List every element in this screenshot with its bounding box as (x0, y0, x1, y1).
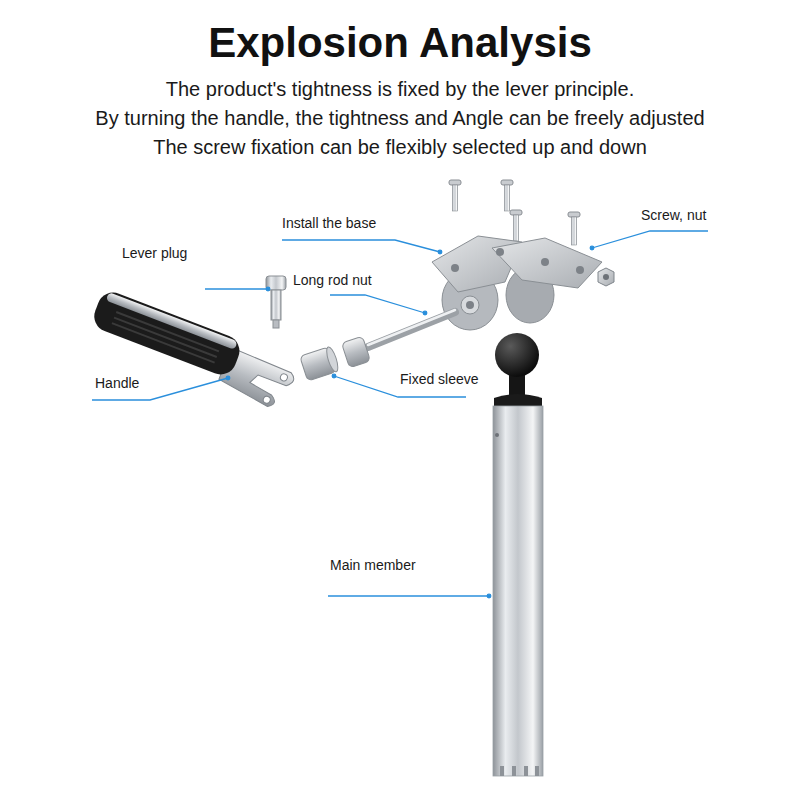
screw-shaft (505, 185, 510, 211)
pivot (461, 296, 479, 314)
title: Explosion Analysis (0, 18, 800, 68)
main-member (493, 333, 543, 776)
part-label: Fixed sleeve (400, 371, 479, 388)
nut-hole (603, 274, 609, 280)
screw (449, 180, 580, 245)
screw-hole (541, 258, 549, 266)
screw-hole (451, 264, 459, 272)
screw (510, 210, 522, 241)
grip-texture (112, 312, 219, 363)
tube (493, 406, 543, 776)
tube-notch (535, 766, 539, 776)
part-label: Screw, nut (641, 207, 706, 224)
handle (85, 288, 300, 412)
leader-dot (423, 311, 427, 315)
description-line: The screw fixation can be flexibly selec… (0, 135, 800, 159)
leader-lines (92, 231, 708, 598)
part-label: Main member (330, 557, 416, 574)
tube-notch (500, 766, 504, 776)
description-line: By turning the handle, the tightness and… (0, 106, 800, 130)
screw-shaft (514, 215, 519, 241)
leader-line (328, 595, 489, 596)
sleeve-end (324, 346, 340, 373)
leader-line (592, 231, 708, 248)
leader-dot (266, 287, 270, 291)
tube-notch (524, 766, 528, 776)
screw (501, 180, 513, 211)
tube-hole (495, 433, 499, 437)
tube-notch (512, 766, 516, 776)
screw-head (501, 180, 513, 185)
nut (598, 268, 614, 286)
leader-dot (590, 246, 594, 250)
base-plate (492, 238, 602, 288)
leader-line (282, 240, 440, 252)
part-label: Install the base (282, 215, 376, 232)
leader-line (330, 295, 425, 313)
plug-head (266, 276, 286, 290)
screw (449, 180, 461, 211)
screw-shaft (572, 217, 577, 245)
screw-head (449, 180, 461, 185)
screw-head (568, 212, 580, 217)
rod-highlight (368, 310, 455, 345)
ball-head (495, 333, 539, 377)
sleeve-body (342, 336, 371, 368)
screw-hole (576, 266, 584, 274)
leader-line (205, 288, 268, 289)
part-label: Lever plug (122, 245, 187, 262)
part-label: Handle (95, 375, 139, 392)
leader-dot (226, 376, 230, 380)
pivot-hole (466, 301, 474, 309)
plate-hole (262, 395, 271, 404)
leader-dot (332, 374, 336, 378)
leader-dot (438, 250, 442, 254)
screw-head (510, 210, 522, 215)
mounting-base (432, 236, 602, 330)
long-rod (368, 312, 455, 347)
handle-grip (90, 288, 244, 379)
leader-dot (487, 594, 491, 598)
fixed-sleeve (342, 336, 371, 368)
screw-hole (496, 248, 504, 256)
plug-tip (273, 320, 279, 328)
screw (568, 212, 580, 245)
description-line: The product's tightness is fixed by the … (0, 77, 800, 101)
plug-shaft (271, 290, 281, 320)
screw-shaft (453, 185, 458, 211)
fixed-sleeve (300, 346, 340, 381)
lever-plug (266, 276, 286, 328)
plate-hole (279, 373, 288, 382)
part-label: Long rod nut (293, 272, 372, 289)
